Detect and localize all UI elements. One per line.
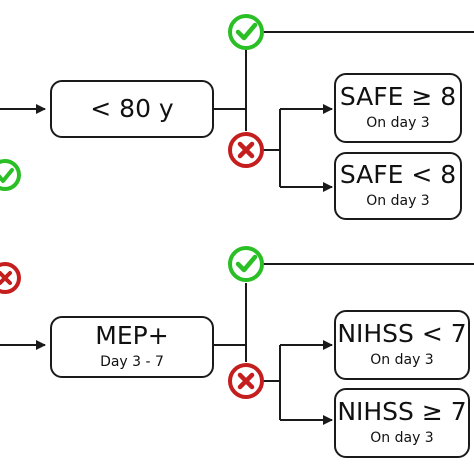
node-label: SAFE < 8 (339, 159, 457, 189)
node-age-check: < 80 y (50, 80, 214, 138)
node-label: MEP+ (95, 320, 169, 350)
x-circle-icon (228, 363, 264, 399)
node-safe-low: SAFE < 8 On day 3 (334, 152, 462, 220)
check-circle-icon (0, 159, 21, 191)
node-mep: MEP+ Day 3 - 7 (50, 316, 214, 378)
node-label: SAFE ≥ 8 (339, 81, 457, 111)
check-circle-icon (228, 246, 264, 282)
check-circle-icon (228, 14, 264, 50)
node-sublabel: On day 3 (370, 430, 434, 447)
node-sublabel: On day 3 (366, 115, 430, 132)
node-label: < 80 y (90, 93, 174, 123)
node-nihss-low: NIHSS < 7 On day 3 (334, 310, 470, 380)
node-label: NIHSS ≥ 7 (337, 396, 467, 426)
node-sublabel: On day 3 (366, 193, 430, 210)
node-nihss-high: NIHSS ≥ 7 On day 3 (334, 388, 470, 458)
x-circle-icon (228, 132, 264, 168)
node-safe-high: SAFE ≥ 8 On day 3 (334, 73, 462, 143)
node-sublabel: Day 3 - 7 (100, 354, 164, 371)
node-sublabel: On day 3 (370, 352, 434, 369)
x-circle-icon (0, 262, 21, 294)
node-label: NIHSS < 7 (337, 318, 467, 348)
